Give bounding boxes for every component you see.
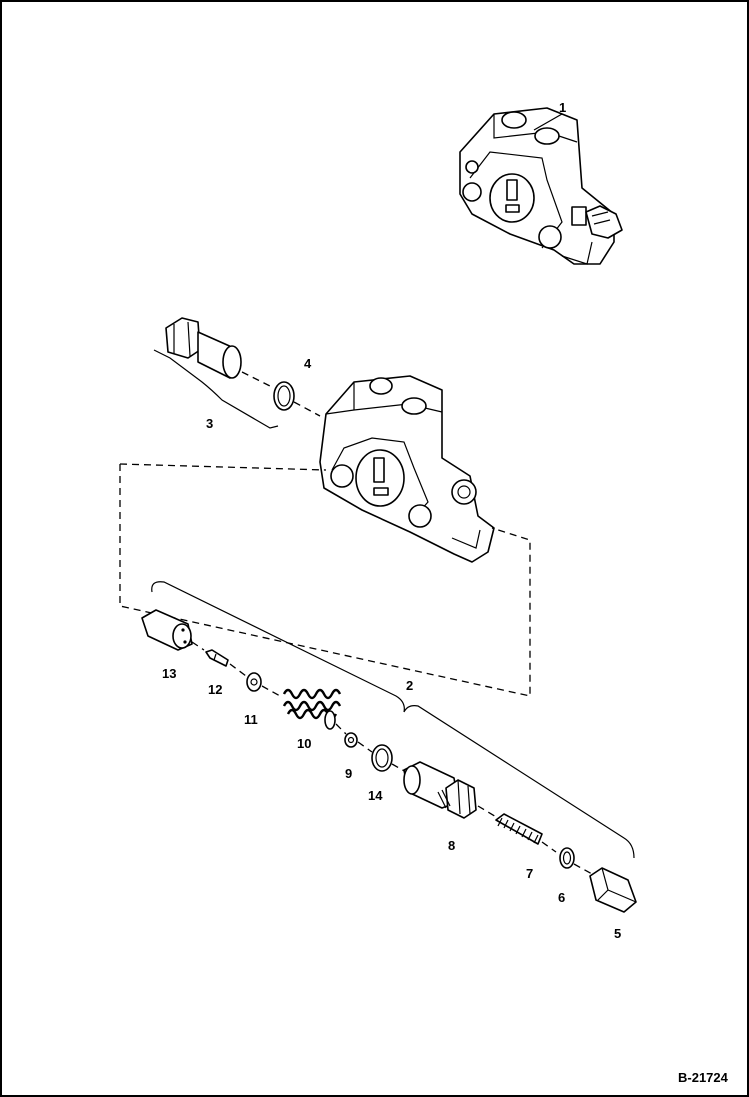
part-11-washer <box>246 672 262 692</box>
washer-11-hole <box>250 678 258 686</box>
valve-body-middle <box>319 375 495 563</box>
leader-7-dash <box>541 841 557 853</box>
assembly-outline-top <box>119 463 327 471</box>
callout-4: 4 <box>304 356 312 371</box>
leader-11-dash <box>261 685 281 697</box>
part-6-washer <box>559 847 575 869</box>
callout-5: 5 <box>614 926 621 941</box>
o-ring-inner <box>277 385 291 407</box>
leader-13-dash <box>191 641 205 651</box>
part-9-washer <box>344 732 358 748</box>
part-10-spring <box>282 688 342 730</box>
part-5-cap <box>589 867 637 913</box>
o-ring-14-inner <box>375 748 389 768</box>
callout-7: 7 <box>526 866 533 881</box>
callout-2: 2 <box>406 678 413 693</box>
callout-10: 10 <box>297 736 311 751</box>
figure-reference: B-21724 <box>678 1070 729 1085</box>
leader-8-dash <box>477 805 499 819</box>
callout-11: 11 <box>244 712 258 727</box>
washer-6-hole <box>562 851 572 865</box>
part-14-o-ring <box>371 744 393 772</box>
leader-4-dash-2 <box>293 401 321 417</box>
callout-8: 8 <box>448 838 455 853</box>
leader-12-dash <box>229 663 247 677</box>
part-12-screw <box>205 649 229 667</box>
callout-14: 14 <box>368 788 383 803</box>
part-3-plug <box>165 317 242 379</box>
callout-1: 1 <box>559 100 566 115</box>
callout-13: 13 <box>162 666 176 681</box>
callout-12: 12 <box>208 682 222 697</box>
bracket-2 <box>151 581 635 859</box>
washer-9-hole <box>347 736 355 744</box>
part-8-plug <box>403 761 477 819</box>
leader-10-dash <box>335 723 347 735</box>
part-1-valve-section <box>459 107 623 265</box>
callout-9: 9 <box>345 766 352 781</box>
part-7-spring <box>495 813 543 845</box>
part-13-spool-end <box>141 609 193 651</box>
leader-6-dash <box>573 863 593 875</box>
leader-9-dash <box>357 741 373 753</box>
part-4-o-ring <box>273 381 295 411</box>
callout-3: 3 <box>206 416 213 431</box>
bracket-3 <box>153 349 279 429</box>
leader-4-dash <box>241 371 275 389</box>
leader-1 <box>533 113 563 131</box>
callout-6: 6 <box>558 890 565 905</box>
